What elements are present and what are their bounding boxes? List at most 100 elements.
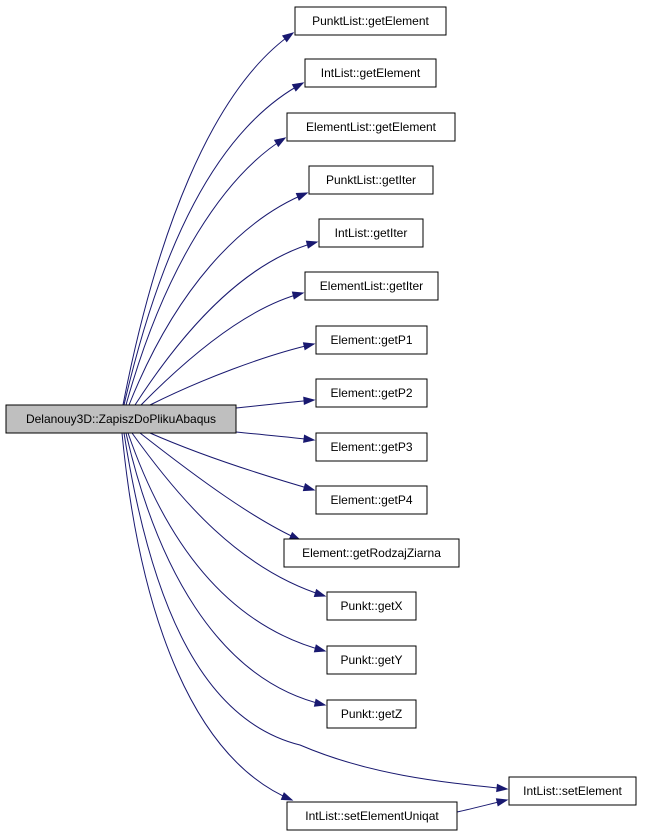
function-node-n5[interactable]: IntList::getIter	[318, 218, 424, 248]
edge-layer	[121, 32, 509, 813]
function-node-n8[interactable]: Element::getP2	[315, 378, 428, 408]
arrow-head-icon	[303, 396, 316, 406]
arrow-head-icon	[291, 82, 305, 92]
edge-root-to-n1	[122, 32, 295, 406]
function-node-n12[interactable]: Punkt::getX	[326, 591, 417, 621]
edge-line	[125, 432, 326, 706]
node-label: ElementList::getElement	[306, 120, 437, 134]
node-box[interactable]	[5, 404, 237, 434]
arrow-head-icon	[313, 588, 327, 597]
node-box[interactable]	[315, 325, 428, 355]
arrow-head-icon	[313, 644, 327, 653]
node-layer: Delanouy3D::ZapiszDoPlikuAbaqus PunktList…	[5, 6, 637, 831]
edge-root-to-n11	[139, 432, 302, 541]
arrow-head-icon	[495, 798, 509, 807]
function-node-n6[interactable]: ElementList::getIter	[304, 271, 439, 301]
node-label: Element::getP2	[330, 386, 412, 400]
edge-line	[235, 431, 315, 441]
edge-line	[123, 82, 304, 406]
node-box[interactable]	[304, 271, 439, 301]
node-label: Element::getRodzajZiarna	[302, 546, 441, 560]
function-node-n3[interactable]: ElementList::getElement	[286, 112, 456, 142]
node-box[interactable]	[318, 218, 424, 248]
node-box[interactable]	[308, 165, 434, 195]
edge-line	[125, 137, 286, 406]
arrow-head-icon	[496, 783, 509, 793]
arrow-head-icon	[302, 342, 316, 351]
arrow-head-icon	[302, 483, 316, 492]
arrow-head-icon	[313, 698, 327, 707]
node-label: PunktList::getIter	[326, 173, 416, 187]
node-box[interactable]	[315, 485, 428, 515]
edge-line	[121, 432, 293, 801]
edge-root-to-n9	[235, 431, 316, 443]
edge-root-to-n16	[123, 432, 509, 793]
node-box[interactable]	[286, 801, 458, 831]
node-box[interactable]	[294, 6, 447, 36]
edge-line	[131, 432, 326, 597]
function-node-n7[interactable]: Element::getP1	[315, 325, 428, 355]
root-function-node[interactable]: Delanouy3D::ZapiszDoPlikuAbaqus	[5, 404, 237, 434]
node-box[interactable]	[304, 58, 437, 88]
node-box[interactable]	[315, 378, 428, 408]
node-label: Element::getP3	[330, 440, 412, 454]
edge-line	[123, 432, 508, 790]
node-label: IntList::setElementUniqat	[305, 809, 439, 823]
function-node-n4[interactable]: PunktList::getIter	[308, 165, 434, 195]
edge-root-to-n6	[140, 291, 305, 406]
node-box[interactable]	[283, 538, 460, 568]
edge-root-to-n15	[121, 432, 294, 801]
node-label: ElementList::getIter	[320, 279, 423, 293]
edge-line	[149, 432, 315, 491]
edge-root-to-n14	[125, 432, 327, 707]
node-label: Element::getP4	[330, 493, 412, 507]
node-label: Element::getP1	[330, 333, 412, 347]
node-box[interactable]	[326, 699, 417, 729]
edge-root-to-n2	[123, 82, 305, 406]
function-node-n1[interactable]: PunktList::getElement	[294, 6, 447, 36]
edge-n15-to-n16	[456, 798, 509, 813]
function-node-n14[interactable]: Punkt::getZ	[326, 699, 417, 729]
node-label: Punkt::getX	[340, 599, 402, 613]
node-label: IntList::getIter	[335, 226, 408, 240]
edge-root-to-n3	[125, 137, 287, 406]
edge-root-to-n12	[131, 432, 327, 597]
node-label: IntList::setElement	[523, 784, 622, 798]
edge-root-to-n5	[134, 240, 319, 406]
edge-line	[140, 292, 304, 406]
node-label: Punkt::getZ	[341, 707, 402, 721]
function-node-n11[interactable]: Element::getRodzajZiarna	[283, 538, 460, 568]
arrow-head-icon	[295, 192, 309, 201]
node-label: PunktList::getElement	[312, 14, 429, 28]
edge-line	[235, 399, 315, 409]
node-box[interactable]	[286, 112, 456, 142]
edge-root-to-n10	[149, 432, 316, 492]
function-node-n16[interactable]: IntList::setElement	[508, 776, 637, 806]
edge-line	[149, 343, 315, 406]
arrow-head-icon	[291, 291, 305, 300]
edge-line	[122, 32, 294, 406]
arrow-head-icon	[303, 434, 316, 443]
edge-root-to-n4	[128, 192, 309, 406]
edge-line	[128, 192, 308, 406]
node-label: IntList::getElement	[321, 66, 421, 80]
arrow-head-icon	[273, 137, 287, 148]
edge-root-to-n7	[149, 342, 316, 406]
function-node-n10[interactable]: Element::getP4	[315, 485, 428, 515]
function-node-n15[interactable]: IntList::setElementUniqat	[286, 801, 458, 831]
node-box[interactable]	[315, 432, 428, 462]
edge-line	[139, 432, 301, 541]
function-node-n13[interactable]: Punkt::getY	[326, 645, 417, 675]
node-box[interactable]	[326, 645, 417, 675]
function-node-n2[interactable]: IntList::getElement	[304, 58, 437, 88]
edge-root-to-n8	[235, 396, 316, 409]
node-label: Delanouy3D::ZapiszDoPlikuAbaqus	[26, 412, 216, 426]
function-node-n9[interactable]: Element::getP3	[315, 432, 428, 462]
node-box[interactable]	[508, 776, 637, 806]
node-label: Punkt::getY	[340, 653, 402, 667]
node-box[interactable]	[326, 591, 417, 621]
edge-line	[134, 241, 318, 406]
arrow-head-icon	[281, 32, 295, 43]
edge-line	[127, 432, 326, 652]
